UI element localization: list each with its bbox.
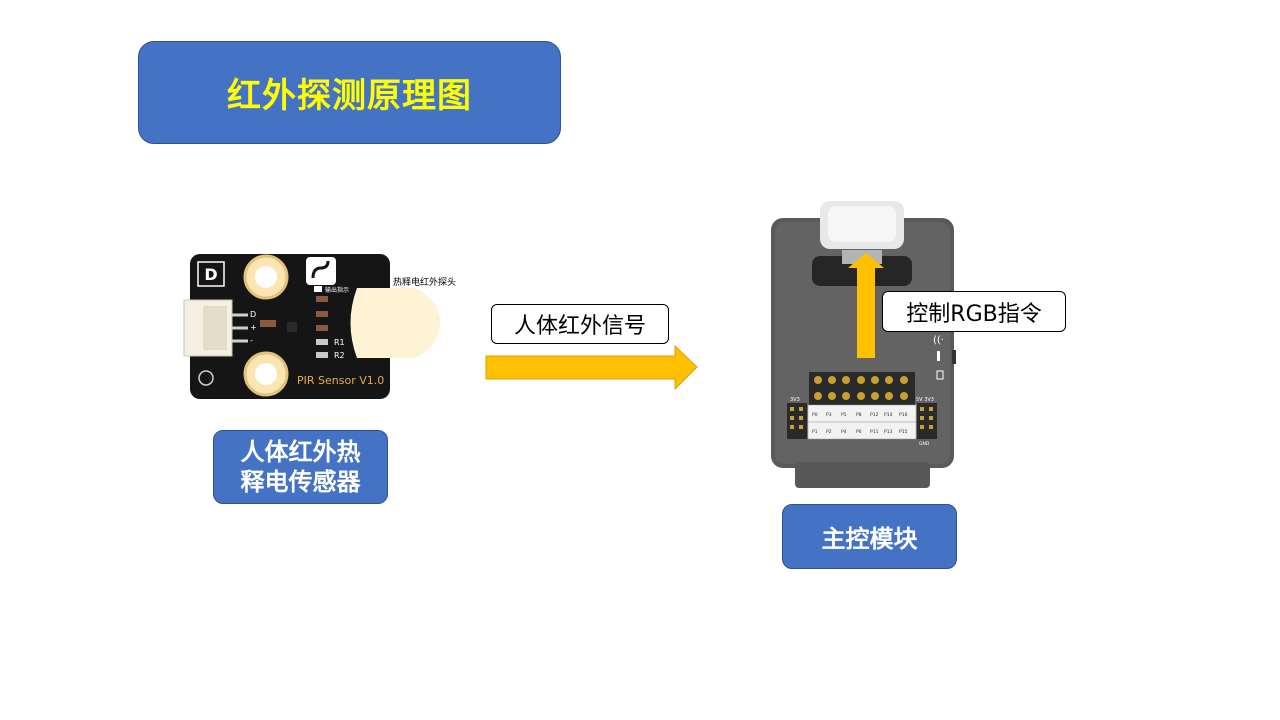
- pin-header-top: [814, 376, 908, 400]
- controller-label: 主控模块: [821, 525, 918, 553]
- probe-label: 热释电红外探头: [393, 276, 456, 288]
- pin-label-p12: P12: [870, 412, 879, 418]
- controller-label-box: 主控模块: [782, 504, 957, 569]
- command-arrow: [848, 253, 884, 358]
- dfrobot-logo-icon: [197, 261, 225, 287]
- pin-label-p4: P4: [841, 429, 847, 435]
- pin-label-p13: P13: [884, 429, 893, 435]
- command-label-box: 控制RGB指令: [882, 291, 1066, 332]
- signal-label-box: 人体红外信号: [491, 304, 669, 344]
- indicator-label: 输出指示: [325, 286, 349, 294]
- command-label: 控制RGB指令: [906, 301, 1042, 327]
- pin-label-p5: P5: [841, 412, 847, 418]
- pin-label-p8: P8: [856, 412, 862, 418]
- pir-sensor-board: D D + - 输出指示 R1 R2 PIR Sensor V1.0 热释电红外…: [183, 254, 456, 399]
- page-title: 红外探测原理图: [227, 76, 472, 116]
- brand-icon: [306, 257, 336, 285]
- signal-label: 人体红外信号: [513, 314, 646, 339]
- signal-arrow: [485, 344, 698, 391]
- voltage-label-left: 3V3: [790, 397, 800, 403]
- pin-label-plus: +: [250, 323, 257, 332]
- pir-dome: [350, 288, 440, 358]
- recycle-icon: [198, 370, 214, 386]
- resistor-label-r1: R1: [334, 338, 345, 347]
- pin-label-p16: P16: [899, 412, 908, 418]
- pin-label-p1: P1: [812, 429, 818, 435]
- pin-label-p15: P15: [899, 429, 908, 435]
- gnd-label: GND: [919, 441, 930, 447]
- pin-label-p11: P11: [870, 429, 879, 435]
- pin-label-p3: P3: [826, 412, 832, 418]
- pin-label-minus: -: [250, 336, 253, 345]
- board-model-text: PIR Sensor V1.0: [297, 374, 384, 387]
- pin-label-p2: P2: [826, 429, 832, 435]
- pin-label-d: D: [250, 310, 256, 319]
- resistor-label-r2: R2: [334, 351, 345, 360]
- svg-text:((·: ((·: [933, 335, 944, 346]
- board-logo-letter: D: [204, 265, 217, 284]
- title-box: 红外探测原理图: [138, 41, 561, 144]
- pin-label-p6: P6: [856, 429, 862, 435]
- sensor-label: 人体红外热释电传感器: [240, 438, 361, 496]
- pin-label-p14: P14: [884, 412, 893, 418]
- voltage-label-right: 5V 3V3: [916, 397, 934, 403]
- sensor-label-box: 人体红外热释电传感器: [213, 430, 388, 504]
- pin-label-p0: P0: [812, 412, 818, 418]
